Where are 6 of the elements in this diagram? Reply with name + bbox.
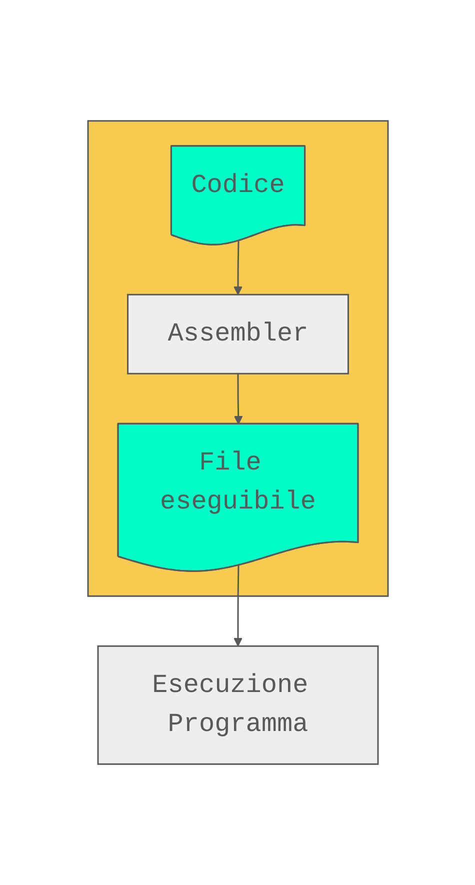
node-box: Assembler [126,294,348,374]
node-box: Esecuzione Programma [96,645,378,765]
arrow [233,374,242,425]
cluster [86,120,388,597]
arrow [233,566,242,647]
arrow [233,241,242,296]
